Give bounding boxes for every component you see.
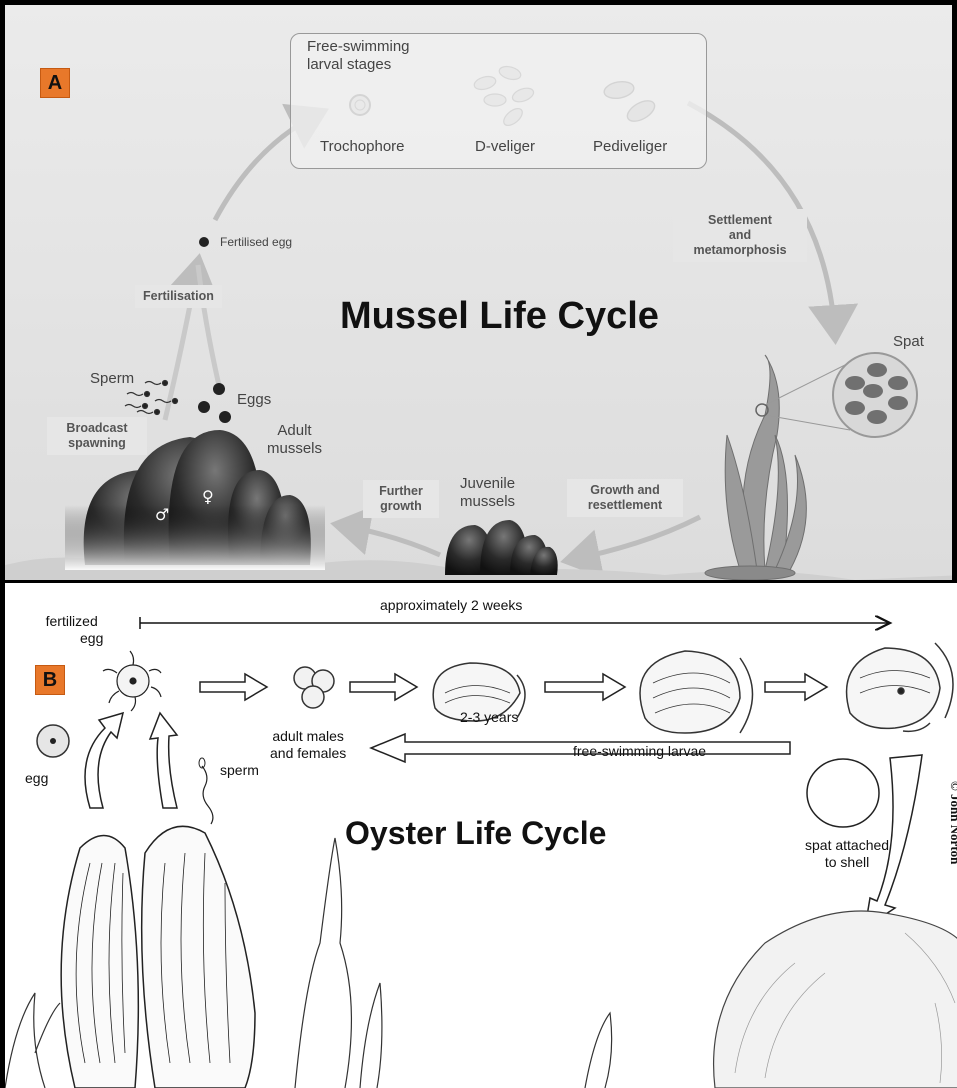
larval-title-line1: Free-swimming (307, 38, 410, 56)
fertilized-egg-label: fertilized egg (40, 613, 103, 647)
further-line1: Further (371, 484, 431, 499)
credit-container: © John Norton (945, 783, 957, 903)
d-veliger-label: D-veliger (475, 138, 535, 155)
spat-label: Spat (893, 333, 924, 350)
spat-attached-label: spat attached to shell (805, 837, 889, 871)
fertilised-egg-dot (199, 237, 209, 247)
adult-mussels-label: Adult mussels (267, 422, 322, 458)
spat-line1: spat attached (805, 837, 889, 854)
larva-umbo-icon (640, 651, 753, 733)
settlement-box: Settlement and metamorphosis (673, 209, 807, 262)
panel-a-badge: A (40, 68, 70, 98)
adults-line1: adult males (270, 728, 346, 745)
svg-text:♀: ♀ (202, 487, 214, 506)
larval-title-line2: larval stages (307, 56, 410, 74)
fertilization-arrows (85, 713, 177, 808)
mussel-title: Mussel Life Cycle (340, 295, 659, 338)
spat-shell-icon (807, 759, 879, 827)
juvenile-label: Juvenile mussels (460, 475, 515, 511)
larval-box-title: Free-swimming larval stages (307, 38, 410, 74)
fertilized-line2: egg (40, 630, 103, 647)
broadcast-spawning-box: Broadcast spawning (47, 417, 147, 455)
egg-label: egg (25, 770, 48, 787)
pediveliger-oyster-icon (847, 643, 953, 731)
credit-label: © John Norton (947, 781, 957, 901)
adult-line1: Adult (267, 422, 322, 440)
settlement-line1: Settlement (681, 213, 799, 228)
settlement-line3: metamorphosis (681, 243, 799, 258)
growth-line2: resettlement (575, 498, 675, 513)
years-label: 2-3 years (460, 709, 518, 726)
fertilised-egg-label: Fertilised egg (220, 235, 292, 249)
oyster-title: Oyster Life Cycle (345, 815, 606, 852)
growth-line1: Growth and (575, 483, 675, 498)
pediveliger-label: Pediveliger (593, 138, 667, 155)
fertilized-egg-icon (103, 651, 161, 711)
fertilisation-box: Fertilisation (135, 285, 222, 308)
seaweed-icon (705, 355, 806, 580)
panel-b-badge: B (35, 665, 65, 695)
settlement-line2: and (681, 228, 799, 243)
substrate-shell-icon (714, 911, 957, 1088)
adults-label: adult males and females (270, 728, 346, 762)
cell-cluster-icon (294, 667, 334, 708)
fertilized-line1: fertilized (40, 613, 103, 630)
oyster-panel: B fertilized egg approximately 2 weeks e… (0, 583, 957, 1088)
adults-line2: and females (270, 745, 346, 762)
broadcast-line2: spawning (55, 436, 139, 451)
further-growth-box: Further growth (363, 480, 439, 518)
growth-resettlement-box: Growth and resettlement (567, 479, 683, 517)
arrow-further-growth (340, 525, 440, 555)
spat-line2: to shell (805, 854, 889, 871)
larvae-label: free-swimming larvae (573, 743, 706, 760)
arrow-eggs-up (198, 265, 220, 390)
eggs-label: Eggs (237, 391, 271, 408)
trochophore-label: Trochophore (320, 138, 405, 155)
arrow-growth (570, 517, 700, 560)
mussel-panel: ♂ ♀ A Free-swimm (0, 0, 957, 583)
sperm-label: Sperm (90, 370, 134, 387)
adult-oyster-shells-icon (61, 826, 255, 1088)
sperm-label-b: sperm (220, 762, 259, 779)
egg-icon (37, 725, 69, 757)
duration-label: approximately 2 weeks (380, 597, 522, 614)
adult-line2: mussels (267, 440, 322, 458)
broadcast-line1: Broadcast (55, 421, 139, 436)
juvenile-mussels-icon (445, 520, 558, 575)
svg-text:♂: ♂ (155, 505, 169, 524)
juvenile-line1: Juvenile (460, 475, 515, 493)
sperm-icon (202, 766, 213, 824)
juvenile-line2: mussels (460, 493, 515, 511)
egg-icons (198, 383, 231, 423)
further-line2: growth (371, 499, 431, 514)
